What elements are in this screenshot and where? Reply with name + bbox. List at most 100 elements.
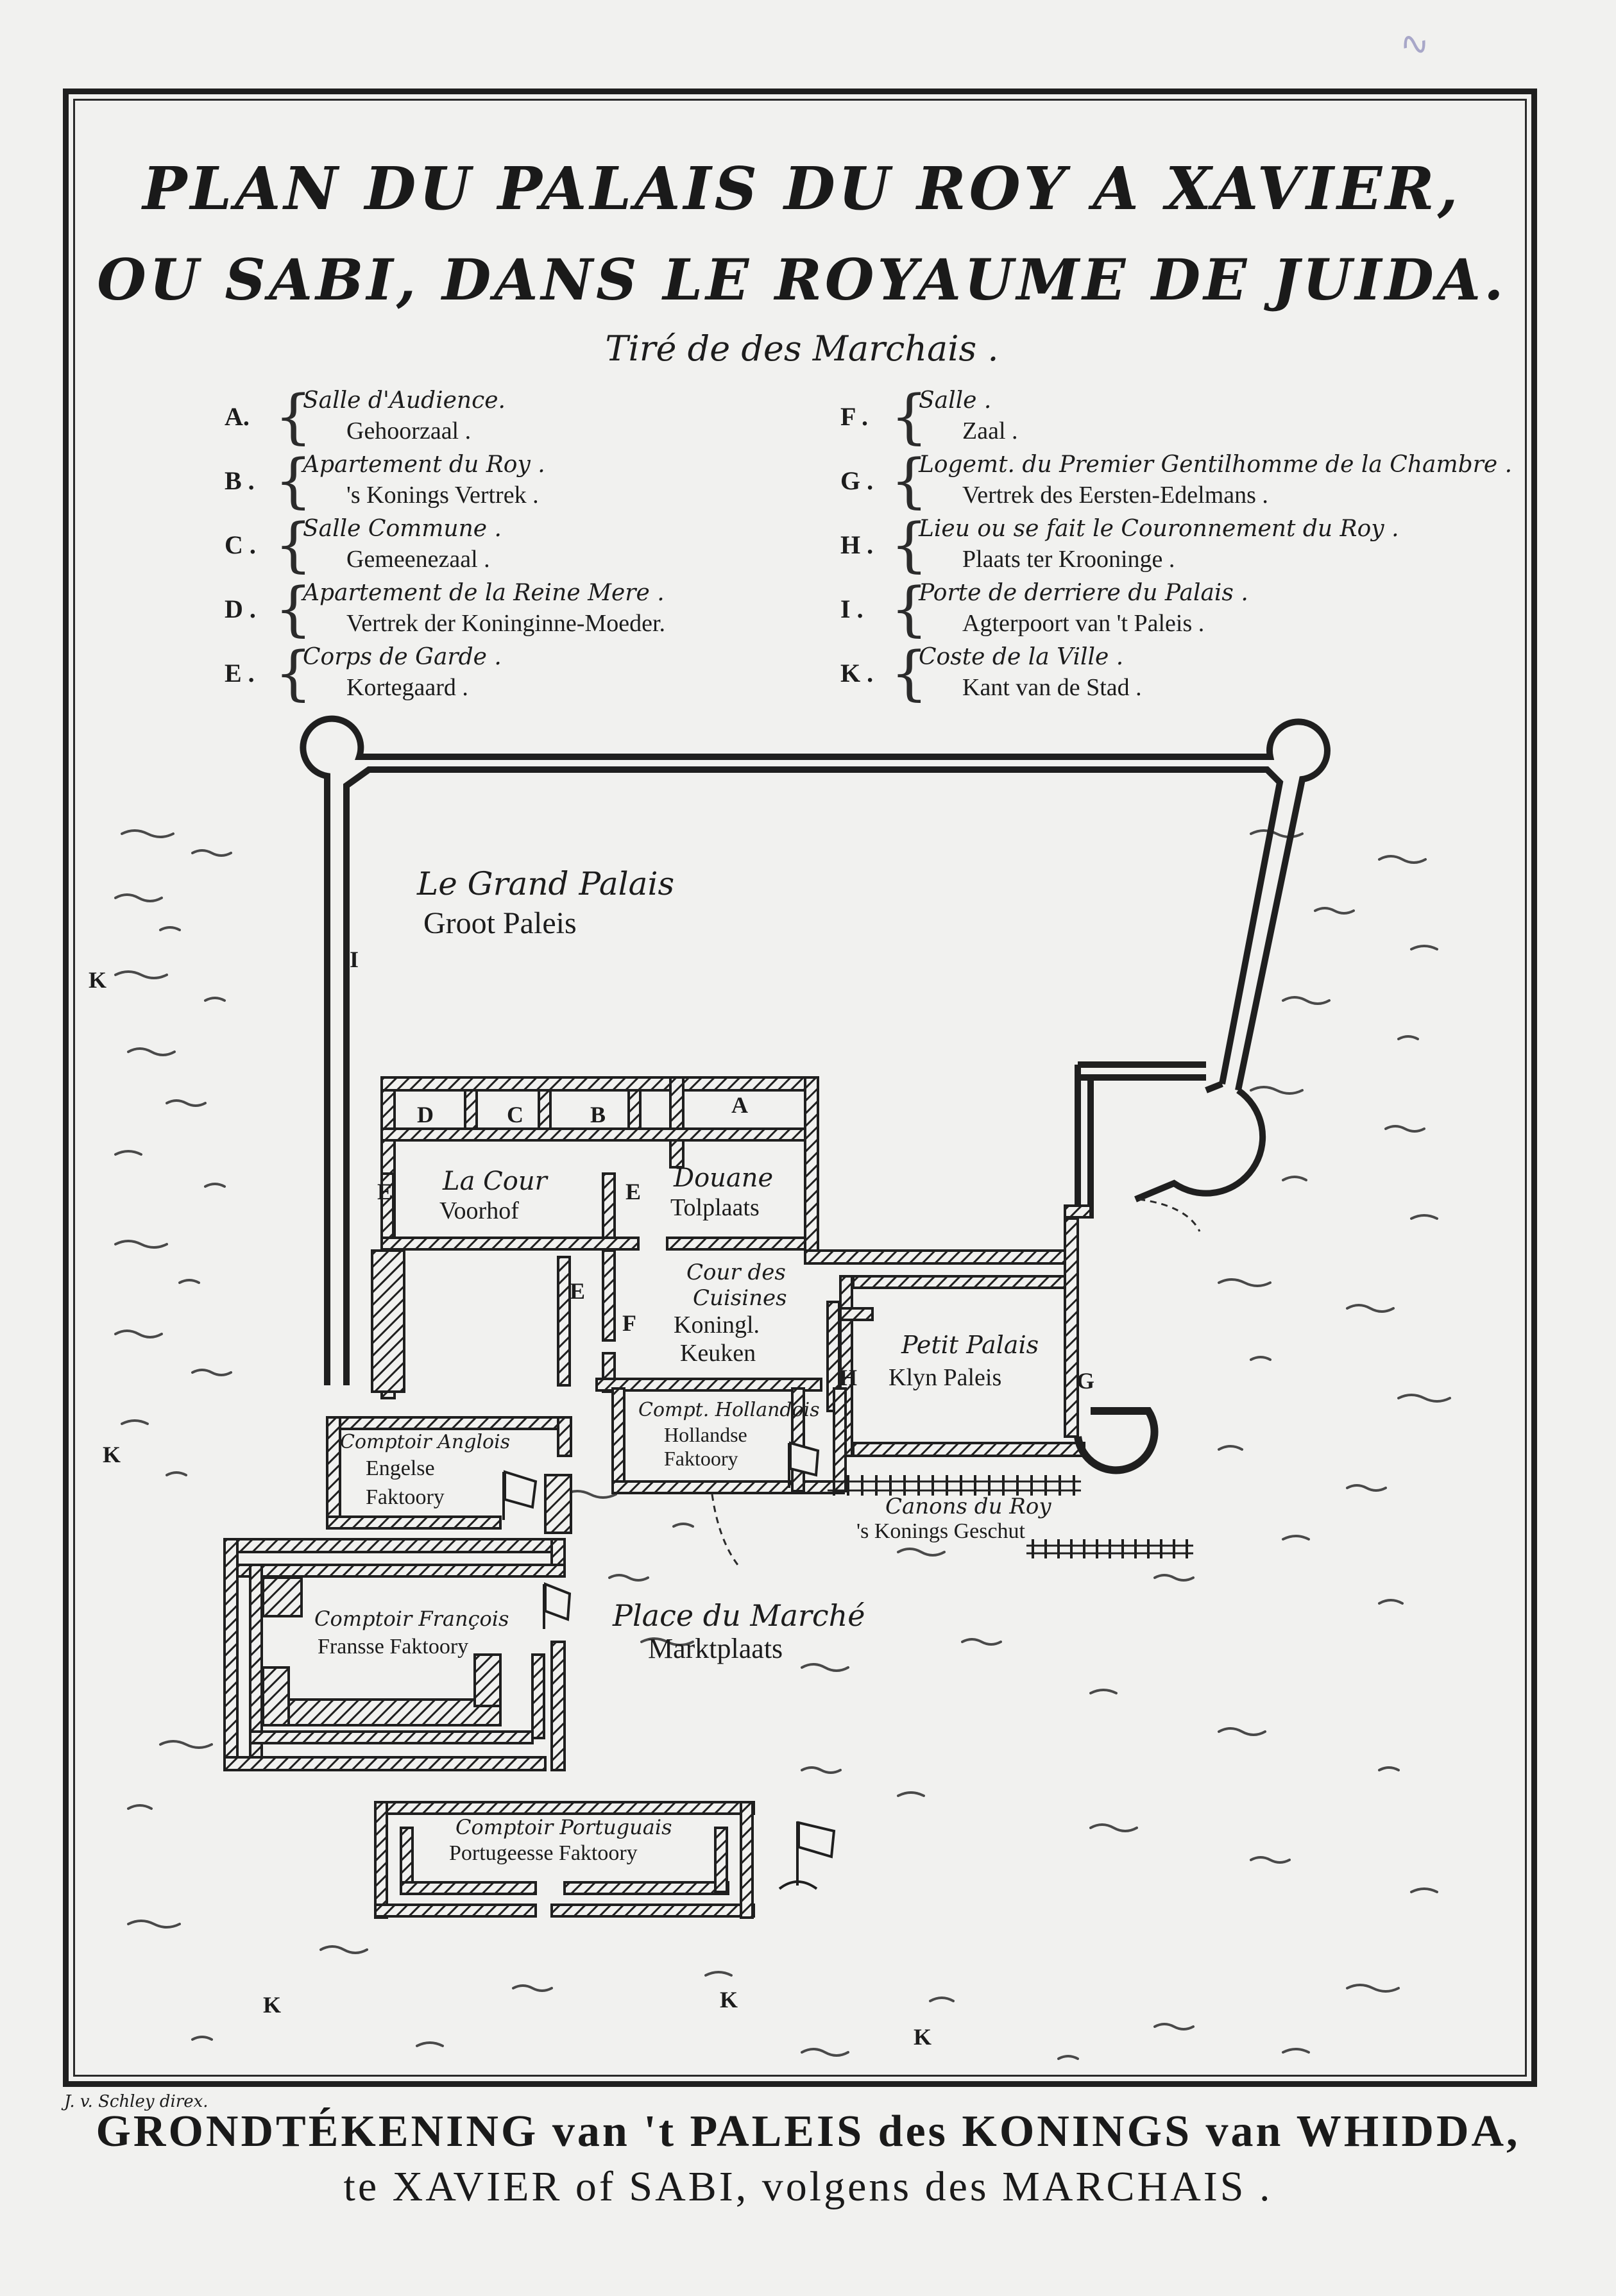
groot-paleis-label: Groot Paleis xyxy=(423,906,577,940)
faktoory-label: Faktoory xyxy=(366,1485,445,1509)
legend-letter: G . xyxy=(840,466,874,495)
terrain-marks xyxy=(114,829,1451,2060)
legend-item: A. { Salle d'Audience. Gehoorzaal . xyxy=(225,387,866,452)
dutch-title-line-1: GRONDTÉKENING van 't PALEIS des KONINGS … xyxy=(96,2107,1520,2156)
legend-dutch: Zaal . xyxy=(962,418,1018,444)
legend-letter: K . xyxy=(840,659,874,688)
legend-french: Porte de derriere du Palais . xyxy=(919,580,1248,606)
legend-dutch: Gemeenezaal . xyxy=(346,546,490,573)
brace-glyph: { xyxy=(890,446,928,515)
inner-frame xyxy=(73,99,1527,2077)
marktplaats-label: Marktplaats xyxy=(648,1633,783,1664)
legend-item: H . { Lieu ou se fait le Couronnement du… xyxy=(840,516,1482,580)
anglois-label: Comptoir Anglois xyxy=(340,1431,510,1453)
label-g: G xyxy=(1076,1368,1094,1394)
brace-glyph: { xyxy=(890,511,928,579)
faktoory-label: Faktoory xyxy=(664,1447,738,1470)
legend-letter: B . xyxy=(225,466,255,495)
flag-icon xyxy=(778,1821,836,1890)
legend-item: B . { Apartement du Roy . 's Konings Ver… xyxy=(225,452,866,516)
legend-dutch: Kortegaard . xyxy=(346,674,468,701)
brace-glyph: { xyxy=(275,446,312,515)
label-a: A xyxy=(731,1092,748,1118)
legend-dutch: 's Konings Vertrek . xyxy=(346,482,539,509)
legend-french: Lieu ou se fait le Couronnement du Roy . xyxy=(919,516,1399,542)
label-f: F xyxy=(622,1310,636,1336)
fransse-label: Fransse Faktoory xyxy=(318,1635,468,1659)
path-lines xyxy=(711,1198,1201,1566)
brace-glyph: { xyxy=(890,575,928,643)
cuisine-label-2: Cuisines xyxy=(693,1285,787,1311)
legend-french: Apartement de la Reine Mere . xyxy=(303,580,665,606)
flag-icon xyxy=(502,1470,538,1520)
brace-glyph: { xyxy=(275,575,312,643)
label-h: H xyxy=(839,1365,857,1390)
legend-dutch: Agterpoort van 't Paleis . xyxy=(962,610,1205,637)
portugeesse-label: Portugeesse Faktoory xyxy=(449,1841,638,1865)
voorhof-label: Voorhof xyxy=(439,1197,519,1224)
cannon-row xyxy=(828,1475,1193,1558)
legend-letter: A. xyxy=(225,402,250,431)
legend-letter: F . xyxy=(840,402,868,431)
label-k: K xyxy=(263,1992,281,2018)
keuken-label-1: Koningl. xyxy=(674,1312,760,1338)
petit-palais-label: Petit Palais xyxy=(901,1331,1039,1359)
label-k: K xyxy=(914,2024,931,2050)
legend-french: Apartement du Roy . xyxy=(303,452,545,478)
legend-item: I . { Porte de derriere du Palais . Agte… xyxy=(840,580,1482,644)
label-b: B xyxy=(590,1102,606,1127)
legend-item: C . { Salle Commune . Gemeenezaal . xyxy=(225,516,866,580)
legend-dutch: Vertrek des Eersten-Edelmans . xyxy=(962,482,1268,509)
title-line-2: OU SABI, DANS LE ROYAUME DE JUIDA. xyxy=(97,246,1507,313)
legend-left: A. { Salle d'Audience. Gehoorzaal . B . … xyxy=(225,387,866,708)
label-d: D xyxy=(417,1102,434,1127)
portugais-label: Comptoir Portuguais xyxy=(455,1815,672,1839)
legend-item: F . { Salle . Zaal . xyxy=(840,387,1482,452)
legend-item: E . { Corps de Garde . Kortegaard . xyxy=(225,644,866,708)
brace-glyph: { xyxy=(275,639,312,707)
brace-glyph: { xyxy=(890,639,928,707)
title-line-1: PLAN DU PALAIS DU ROY A XAVIER, xyxy=(142,154,1461,223)
brace-glyph: { xyxy=(275,382,312,451)
subtitle: Tiré de des Marchais . xyxy=(605,328,999,369)
canons-label: Canons du Roy xyxy=(885,1494,1051,1519)
cour-label: La Cour xyxy=(442,1167,549,1196)
legend-item: G . { Logemt. du Premier Gentilhomme de … xyxy=(840,446,1512,516)
label-e: E xyxy=(377,1179,393,1204)
dutch-factory-walls xyxy=(611,1387,847,1494)
legend-french: Salle d'Audience. xyxy=(303,387,506,414)
cuisine-label-1: Cour des xyxy=(686,1260,786,1285)
label-k: K xyxy=(103,1442,121,1467)
legend-right: F . { Salle . Zaal . G . { Logemt. du Pr… xyxy=(840,387,1512,708)
tolplaats-label: Tolplaats xyxy=(670,1194,760,1221)
klyn-paleis-label: Klyn Paleis xyxy=(889,1364,1001,1391)
building-walls[interactable] xyxy=(371,1076,1092,1457)
legend-dutch: Kant van de Stad . xyxy=(962,674,1142,701)
legend-letter: C . xyxy=(225,530,256,559)
dutch-title-line-2: te XAVIER of SABI, volgens des MARCHAIS … xyxy=(343,2163,1273,2210)
french-factory-walls xyxy=(223,1538,566,1771)
legend-letter: D . xyxy=(225,595,256,623)
douane-label: Douane xyxy=(673,1163,773,1193)
palace-outer-wall xyxy=(300,715,1331,1385)
hollandois-label: Compt. Hollandois xyxy=(638,1399,820,1421)
brace-glyph: { xyxy=(890,382,928,451)
francois-label: Comptoir François xyxy=(314,1607,509,1631)
flag-icon xyxy=(543,1582,572,1629)
engraver-credit: J. v. Schley direx. xyxy=(64,2092,208,2111)
legend-french: Salle . xyxy=(919,387,992,414)
keuken-label-2: Keuken xyxy=(680,1340,756,1367)
grand-palais-label: Le Grand Palais xyxy=(416,865,674,902)
portuguese-factory-walls xyxy=(374,1801,755,1919)
outer-frame xyxy=(63,89,1537,2087)
label-k: K xyxy=(89,967,106,993)
label-k: K xyxy=(720,1987,738,2013)
hollandse-label: Hollandse xyxy=(664,1423,747,1446)
marche-label: Place du Marché xyxy=(612,1598,865,1633)
label-c: C xyxy=(507,1102,523,1127)
legend-item: D . { Apartement de la Reine Mere . Vert… xyxy=(225,580,866,644)
legend-letter: H . xyxy=(840,530,874,559)
engelse-label: Engelse xyxy=(366,1456,435,1480)
legend-french: Coste de la Ville . xyxy=(919,644,1124,670)
